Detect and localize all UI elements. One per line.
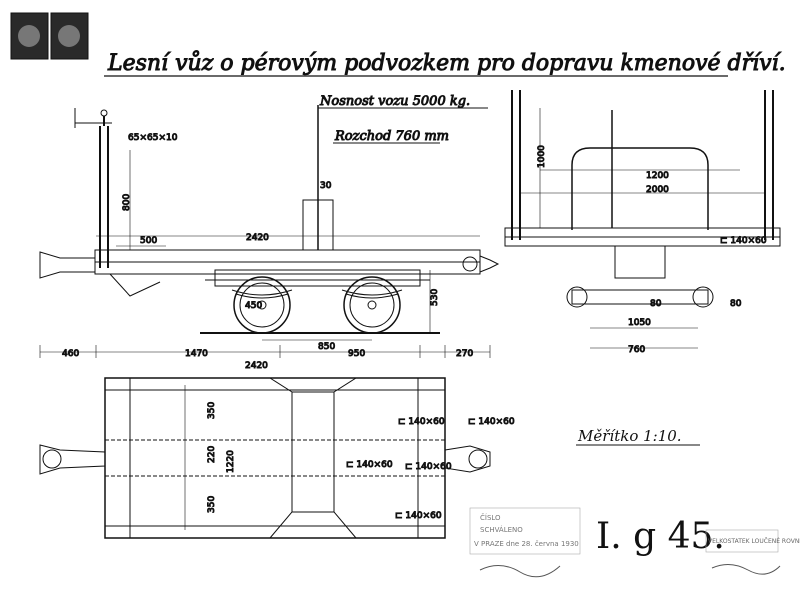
dim-1050: 1050	[628, 318, 651, 328]
dim-800: 800	[122, 194, 132, 211]
dim-850: 850	[318, 342, 335, 352]
plan-view	[39, 377, 491, 539]
dim-80a: 80	[650, 299, 662, 309]
channel-label-3: ⊏ 140×60	[346, 460, 393, 470]
dim-220: 220	[207, 446, 217, 463]
dim-460: 460	[62, 349, 79, 359]
dim-2000: 2000	[646, 185, 669, 195]
channel-label-5: ⊏ 140×60	[395, 511, 442, 521]
capacity-note: Nosnost vozu 5000 kg.	[319, 94, 470, 109]
dim-80b: 80	[730, 299, 742, 309]
channel-label-4: ⊏ 140×60	[405, 462, 452, 472]
channel-label-2: ⊏ 140×60	[468, 417, 515, 427]
signature-2	[711, 564, 781, 575]
end-elevation	[504, 90, 781, 349]
dim-760: 760	[628, 345, 645, 355]
dim-2420-bottom: 2420	[245, 361, 268, 371]
drawing-title: Lesní vůz o pérovým podvozkem pro doprav…	[107, 49, 786, 76]
dim-270: 270	[456, 349, 473, 359]
svg-text:SCHVÁLENO: SCHVÁLENO	[480, 525, 523, 534]
drawing-number: I. g 45.	[596, 516, 725, 557]
dim-530: 530	[430, 289, 440, 306]
scale-note: Měřítko 1:10.	[577, 427, 682, 445]
dim-350b: 350	[207, 496, 217, 513]
dim-500: 500	[140, 236, 157, 246]
signature	[479, 565, 561, 578]
dim-1200: 1200	[646, 171, 669, 181]
svg-text:ČÍSLO: ČÍSLO	[480, 513, 501, 522]
dim-30: 30	[320, 181, 332, 191]
side-elevation	[39, 105, 500, 358]
estate-stamp: VELKOSTATEK LOUČENÉ ROVNÉ	[705, 529, 800, 553]
dim-65x65: 65×65×10	[128, 133, 178, 143]
approval-stamp: ČÍSLO SCHVÁLENO V PRAZE dne 28. června 1…	[469, 507, 581, 555]
dim-2420-top: 2420	[246, 233, 269, 243]
revenue-stamps	[10, 12, 90, 62]
channel-label-1: ⊏ 140×60	[398, 417, 445, 427]
dim-950: 950	[348, 349, 365, 359]
dim-1220: 1220	[226, 450, 236, 473]
dim-1000: 1000	[537, 145, 547, 168]
dim-1470: 1470	[185, 349, 208, 359]
svg-text:VELKOSTATEK LOUČENÉ ROVNÉ: VELKOSTATEK LOUČENÉ ROVNÉ	[708, 537, 800, 545]
dim-c140-end: ⊏ 140×60	[720, 236, 767, 246]
svg-text:V PRAZE dne 28. června 1930: V PRAZE dne 28. června 1930	[474, 540, 579, 548]
dim-450: 450	[245, 301, 262, 311]
dim-350a: 350	[207, 402, 217, 419]
gauge-note: Rozchod 760 mm	[334, 129, 449, 144]
